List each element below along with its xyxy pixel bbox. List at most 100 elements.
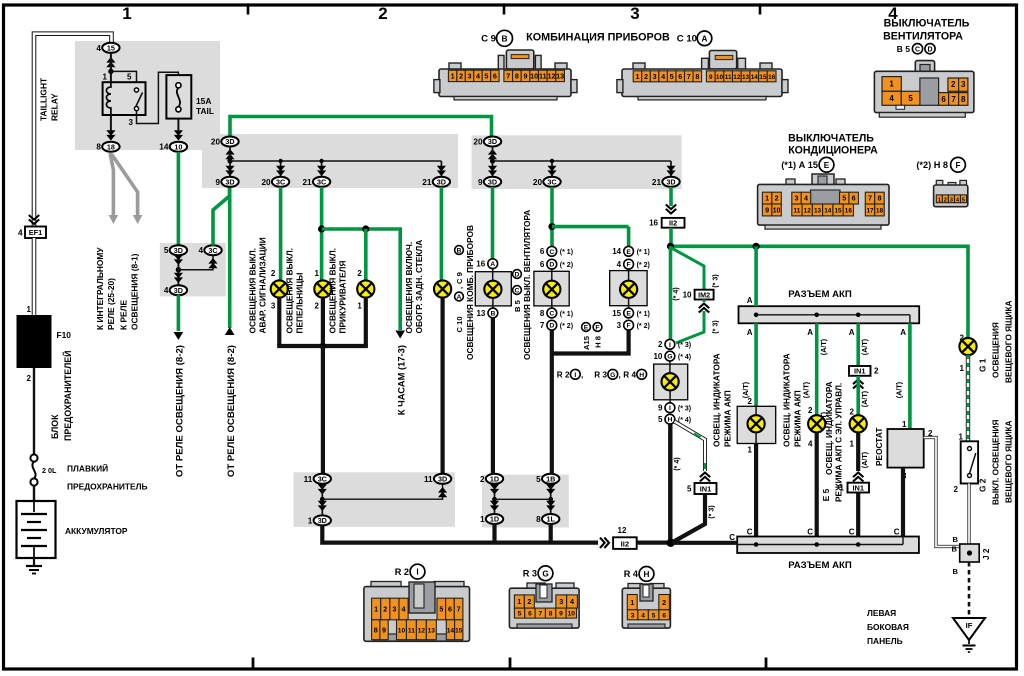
svg-text:(А/Т): (А/Т) xyxy=(860,390,869,407)
svg-text:(А/Т): (А/Т) xyxy=(860,451,869,468)
svg-text:14: 14 xyxy=(751,74,759,81)
svg-text:2: 2 xyxy=(748,397,753,406)
svg-text:3: 3 xyxy=(559,597,563,606)
svg-text:C: C xyxy=(807,527,813,536)
svg-text:1L: 1L xyxy=(547,515,556,524)
svg-text:6: 6 xyxy=(678,72,682,81)
svg-text:17: 17 xyxy=(866,208,874,215)
svg-text:I: I xyxy=(669,405,671,412)
svg-text:10: 10 xyxy=(398,627,406,634)
svg-text:3: 3 xyxy=(631,612,635,619)
svg-text:БЛОК: БЛОК xyxy=(50,414,60,439)
svg-text:1: 1 xyxy=(635,72,639,81)
svg-text:(А/Т): (А/Т) xyxy=(895,381,904,398)
svg-text:13: 13 xyxy=(814,208,822,215)
svg-text:(* 3): (* 3) xyxy=(678,342,691,349)
svg-text:3: 3 xyxy=(271,302,276,311)
svg-text:J 2: J 2 xyxy=(981,548,991,560)
svg-text:TAILLIGHT: TAILLIGHT xyxy=(39,77,49,121)
svg-text:ЛЕВАЯ: ЛЕВАЯ xyxy=(867,608,896,618)
svg-text:11: 11 xyxy=(725,74,732,81)
svg-text:(* 2): (* 2) xyxy=(637,262,650,269)
svg-text:G: G xyxy=(610,372,615,379)
svg-text:14: 14 xyxy=(159,143,169,152)
svg-text:9: 9 xyxy=(215,178,220,187)
svg-text:1: 1 xyxy=(27,305,32,314)
svg-text:ОСВЕЩЕНИЯ ВЫКЛ.: ОСВЕЩЕНИЯ ВЫКЛ. xyxy=(248,248,258,334)
svg-text:10: 10 xyxy=(683,290,692,299)
svg-text:3C: 3C xyxy=(276,177,285,186)
svg-text:2: 2 xyxy=(383,605,387,614)
svg-text:D: D xyxy=(927,46,932,53)
svg-text:3: 3 xyxy=(961,80,966,89)
svg-text:3D: 3D xyxy=(225,137,234,146)
svg-text:5: 5 xyxy=(518,611,522,618)
svg-text:5: 5 xyxy=(842,194,846,203)
svg-text:2: 2 xyxy=(357,269,362,278)
svg-text:G: G xyxy=(542,569,548,578)
svg-text:C: C xyxy=(515,288,520,295)
svg-text:10: 10 xyxy=(530,72,538,81)
svg-text:ОБОГР. ЗАДН. СТЕКЛА: ОБОГР. ЗАДН. СТЕКЛА xyxy=(414,240,424,334)
svg-text:7: 7 xyxy=(687,72,691,81)
svg-text:B: B xyxy=(490,311,495,318)
svg-text:9: 9 xyxy=(709,74,713,81)
svg-text:15: 15 xyxy=(835,208,843,215)
svg-text:7: 7 xyxy=(457,605,461,614)
svg-text:1: 1 xyxy=(889,80,894,89)
svg-text:H: H xyxy=(639,372,644,379)
svg-text:4: 4 xyxy=(476,72,480,81)
svg-text:ВЫКЛ. ОСВЕЩЕНИЯ: ВЫКЛ. ОСВЕЩЕНИЯ xyxy=(991,419,1001,505)
svg-text:2 0L: 2 0L xyxy=(42,466,57,475)
svg-text:F: F xyxy=(595,325,599,332)
svg-text:10: 10 xyxy=(174,142,182,151)
svg-text:8: 8 xyxy=(96,143,101,152)
svg-text:ПРЕДОХРАНИТЕЛЬ: ПРЕДОХРАНИТЕЛЬ xyxy=(67,482,148,492)
svg-text:2: 2 xyxy=(27,374,32,383)
svg-text:ВЫКЛЮЧАТЕЛЬ: ВЫКЛЮЧАТЕЛЬ xyxy=(788,133,874,145)
svg-text:5: 5 xyxy=(536,475,541,484)
svg-text:D: D xyxy=(549,262,554,269)
svg-text:4: 4 xyxy=(198,246,203,255)
svg-text:5: 5 xyxy=(484,72,488,81)
svg-text:1: 1 xyxy=(850,440,855,449)
svg-text:R 3: R 3 xyxy=(523,569,537,579)
svg-text:8: 8 xyxy=(540,309,545,318)
svg-text:2: 2 xyxy=(954,485,959,494)
svg-text:Е 5: Е 5 xyxy=(821,488,831,501)
svg-text:3: 3 xyxy=(129,118,134,127)
svg-text:10: 10 xyxy=(773,206,781,215)
svg-text:АККУМУЛЯТОР: АККУМУЛЯТОР xyxy=(65,526,128,536)
svg-text:A: A xyxy=(490,261,495,268)
svg-text:ОСВЕЩЕНИЯ ВЫКЛ.: ОСВЕЩЕНИЯ ВЫКЛ. xyxy=(285,248,295,334)
svg-text:7: 7 xyxy=(868,194,872,203)
svg-text:(А/Т): (А/Т) xyxy=(802,381,811,398)
svg-text:F: F xyxy=(955,161,960,170)
svg-text:3D: 3D xyxy=(488,177,497,186)
svg-text:3C: 3C xyxy=(547,177,556,186)
svg-text:15A: 15A xyxy=(196,96,211,106)
svg-text:6: 6 xyxy=(493,72,497,81)
svg-text:3: 3 xyxy=(617,321,622,330)
svg-text:ПРИКУРИВАТЕЛЯ: ПРИКУРИВАТЕЛЯ xyxy=(338,261,348,334)
svg-text:1: 1 xyxy=(480,515,485,524)
svg-text:D: D xyxy=(515,272,520,279)
svg-text:12: 12 xyxy=(804,208,812,215)
svg-text:1: 1 xyxy=(451,72,455,81)
svg-text:1: 1 xyxy=(902,420,907,429)
svg-text:(* 1): (* 1) xyxy=(637,311,650,318)
svg-text:(* 4): (* 4) xyxy=(671,287,680,301)
svg-text:21: 21 xyxy=(652,178,662,187)
svg-text:4: 4 xyxy=(164,286,169,295)
svg-text:Н: Н xyxy=(644,570,650,579)
svg-text:D: D xyxy=(549,323,554,330)
svg-text:2: 2 xyxy=(480,475,485,484)
svg-text:TAIL: TAIL xyxy=(196,106,214,116)
svg-text:21: 21 xyxy=(422,178,432,187)
svg-text:2: 2 xyxy=(928,429,933,438)
svg-text:3C: 3C xyxy=(208,246,217,255)
svg-text:(*2) Н 8: (*2) Н 8 xyxy=(916,160,948,170)
svg-text:4: 4 xyxy=(808,440,813,449)
svg-text:G: G xyxy=(667,354,672,361)
svg-text:8: 8 xyxy=(877,194,881,203)
